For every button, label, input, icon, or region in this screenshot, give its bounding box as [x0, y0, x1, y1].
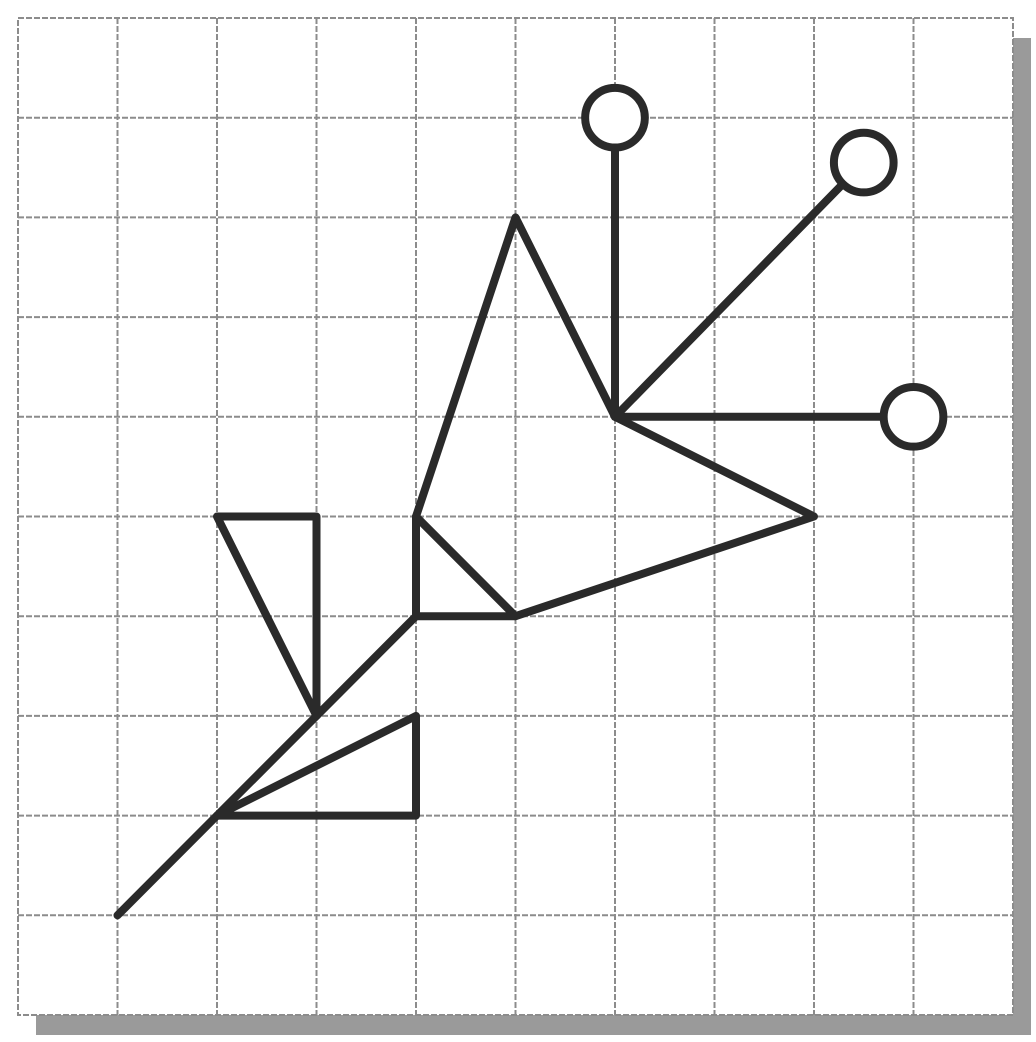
stamen-tip-top: [585, 88, 645, 148]
stamen-tip-diagonal: [834, 133, 894, 193]
stamen-tip-right: [884, 387, 944, 447]
